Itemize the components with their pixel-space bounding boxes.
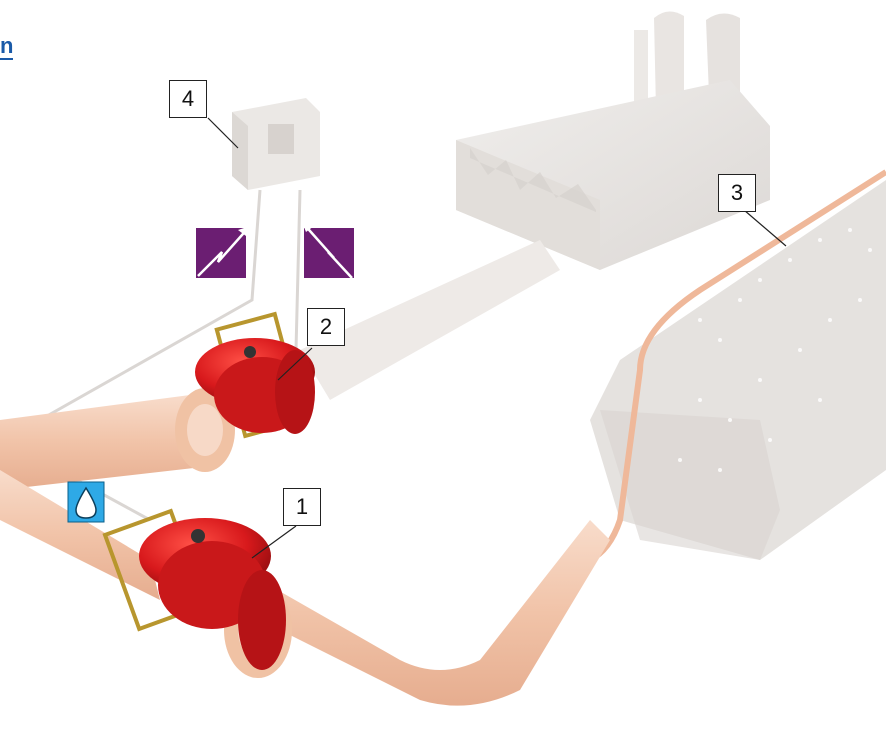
- corner-heading-fragment: n: [0, 34, 13, 60]
- lightning-signal-icon: [196, 226, 250, 278]
- callout-1: 1: [283, 488, 321, 526]
- callout-4: 4: [169, 80, 207, 118]
- controller-box: [232, 98, 320, 190]
- valve-1: [105, 511, 286, 670]
- callout-2: 2: [307, 308, 345, 346]
- factory-building: [456, 11, 770, 270]
- water-drop-icon: [68, 482, 104, 522]
- lightning-signal-icon: [302, 222, 354, 278]
- callout-3: 3: [718, 174, 756, 212]
